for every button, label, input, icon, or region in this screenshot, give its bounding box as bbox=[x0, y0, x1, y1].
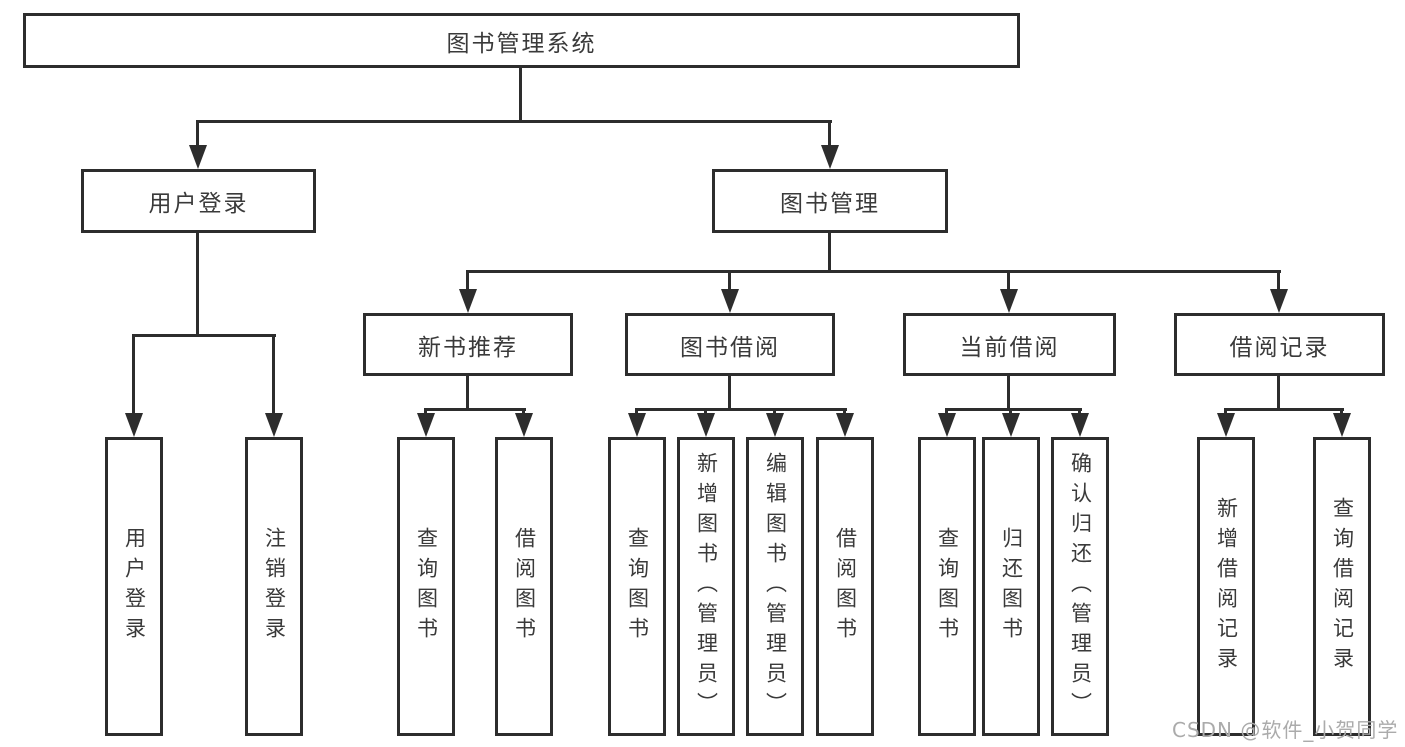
connector-records-stem-2 bbox=[1340, 408, 1343, 416]
node-book-borrowing-label: 图书借阅 bbox=[680, 334, 780, 361]
leaf-add-borrow-record: 新增借阅记录 bbox=[1197, 437, 1255, 736]
connector-mgmt-stem-borrow bbox=[728, 270, 731, 291]
connector-root-stem-mgmt bbox=[828, 120, 831, 148]
leaf-add-borrow-record-label: 新增借阅记录 bbox=[1214, 496, 1239, 677]
leaf-borrow-query-books-label: 查询图书 bbox=[625, 526, 650, 647]
node-root: 图书管理系统 bbox=[23, 13, 1020, 68]
connector-rec-bar bbox=[424, 408, 526, 411]
leaf-current-query-books-label: 查询图书 bbox=[935, 526, 960, 647]
connector-records-bar bbox=[1224, 408, 1344, 411]
leaf-edit-book-admin-label: 编辑图书（管理员） bbox=[763, 451, 788, 722]
connector-mgmt-stem-current bbox=[1007, 270, 1010, 291]
connector-current-stem-2 bbox=[1009, 408, 1012, 416]
leaf-edit-book-admin: 编辑图书（管理员） bbox=[746, 437, 804, 736]
connector-mgmt-stem-rec bbox=[466, 270, 469, 291]
arrow-into-add-borrow-record bbox=[1217, 413, 1235, 437]
node-new-book-recommend-label: 新书推荐 bbox=[418, 334, 518, 361]
leaf-add-book-admin-label: 新增图书（管理员） bbox=[694, 451, 719, 722]
connector-rec-stub bbox=[466, 376, 469, 411]
leaf-query-borrow-record-label: 查询借阅记录 bbox=[1330, 496, 1355, 677]
connector-mgmt-bar bbox=[466, 270, 1281, 273]
connector-borrow-bar bbox=[635, 408, 847, 411]
arrow-into-book-management bbox=[821, 145, 839, 169]
connector-borrow-stem-3 bbox=[773, 408, 776, 416]
node-user-login-label: 用户登录 bbox=[148, 191, 249, 217]
arrow-into-edit-book-admin bbox=[766, 413, 784, 437]
leaf-borrow-query-books: 查询图书 bbox=[608, 437, 666, 736]
connector-rec-stem-1 bbox=[424, 408, 427, 416]
connector-current-stem-1 bbox=[945, 408, 948, 416]
connector-mgmt-stub bbox=[828, 233, 831, 273]
node-current-borrowing-label: 当前借阅 bbox=[959, 334, 1060, 361]
arrow-into-user-login bbox=[189, 145, 207, 169]
leaf-borrow-books-label: 借阅图书 bbox=[833, 526, 858, 647]
connector-rec-stem-2 bbox=[522, 408, 525, 416]
arrow-into-query-borrow-record bbox=[1333, 413, 1351, 437]
connector-login-stem-1 bbox=[132, 334, 135, 415]
leaf-logout-label: 注销登录 bbox=[262, 526, 287, 647]
leaf-borrow-books: 借阅图书 bbox=[816, 437, 874, 736]
arrow-into-current-query-books bbox=[938, 413, 956, 437]
leaf-user-login-label: 用户登录 bbox=[122, 526, 147, 647]
connector-records-stem-1 bbox=[1224, 408, 1227, 416]
node-user-login: 用户登录 bbox=[81, 169, 316, 233]
arrow-into-current-borrowing bbox=[1000, 289, 1018, 313]
connector-current-stem-3 bbox=[1078, 408, 1081, 416]
arrow-into-leaf-user-login bbox=[125, 413, 143, 437]
connector-login-bar bbox=[132, 334, 276, 337]
node-book-management: 图书管理 bbox=[712, 169, 948, 233]
connector-current-bar bbox=[945, 408, 1082, 411]
node-current-borrowing: 当前借阅 bbox=[903, 313, 1116, 376]
connector-login-stem-2 bbox=[272, 334, 275, 415]
csdn-watermark: CSDN @软件_小贺同学 bbox=[1172, 718, 1399, 742]
leaf-return-books-label: 归还图书 bbox=[999, 526, 1024, 647]
leaf-rec-query-books-label: 查询图书 bbox=[414, 526, 439, 647]
arrow-into-leaf-logout bbox=[265, 413, 283, 437]
arrow-into-rec-query-books bbox=[417, 413, 435, 437]
leaf-add-book-admin: 新增图书（管理员） bbox=[677, 437, 735, 736]
connector-mgmt-stem-records bbox=[1277, 270, 1280, 291]
connector-borrow-stem-1 bbox=[635, 408, 638, 416]
node-borrowing-records: 借阅记录 bbox=[1174, 313, 1385, 376]
arrow-into-return-books bbox=[1002, 413, 1020, 437]
connector-borrow-stem-4 bbox=[843, 408, 846, 416]
arrow-into-borrow-query-books bbox=[628, 413, 646, 437]
connector-login-stub bbox=[196, 233, 199, 337]
connector-current-stub bbox=[1007, 376, 1010, 411]
leaf-current-query-books: 查询图书 bbox=[918, 437, 976, 736]
arrow-into-add-book-admin bbox=[697, 413, 715, 437]
leaf-rec-borrow-books-label: 借阅图书 bbox=[512, 526, 537, 647]
leaf-user-login: 用户登录 bbox=[105, 437, 163, 736]
node-borrowing-records-label: 借阅记录 bbox=[1229, 334, 1330, 361]
node-book-management-label: 图书管理 bbox=[780, 191, 880, 217]
arrow-into-book-borrowing bbox=[721, 289, 739, 313]
connector-root-bar bbox=[196, 120, 832, 123]
arrow-into-new-book-recommend bbox=[459, 289, 477, 313]
leaf-confirm-return-admin-label: 确认归还（管理员） bbox=[1068, 451, 1093, 722]
leaf-query-borrow-record: 查询借阅记录 bbox=[1313, 437, 1371, 736]
connector-records-stub bbox=[1277, 376, 1280, 411]
leaf-logout: 注销登录 bbox=[245, 437, 303, 736]
connector-borrow-stem-2 bbox=[704, 408, 707, 416]
arrow-into-borrowing-records bbox=[1270, 289, 1288, 313]
arrow-into-borrow-books bbox=[836, 413, 854, 437]
node-new-book-recommend: 新书推荐 bbox=[363, 313, 573, 376]
node-root-label: 图书管理系统 bbox=[446, 30, 597, 57]
connector-root-stem-login bbox=[196, 120, 199, 148]
arrow-into-confirm-return-admin bbox=[1071, 413, 1089, 437]
leaf-return-books: 归还图书 bbox=[982, 437, 1040, 736]
leaf-confirm-return-admin: 确认归还（管理员） bbox=[1051, 437, 1109, 736]
leaf-rec-query-books: 查询图书 bbox=[397, 437, 455, 736]
node-book-borrowing: 图书借阅 bbox=[625, 313, 835, 376]
arrow-into-rec-borrow-books bbox=[515, 413, 533, 437]
connector-root-stub bbox=[519, 68, 522, 121]
connector-borrow-stub bbox=[728, 376, 731, 411]
leaf-rec-borrow-books: 借阅图书 bbox=[495, 437, 553, 736]
